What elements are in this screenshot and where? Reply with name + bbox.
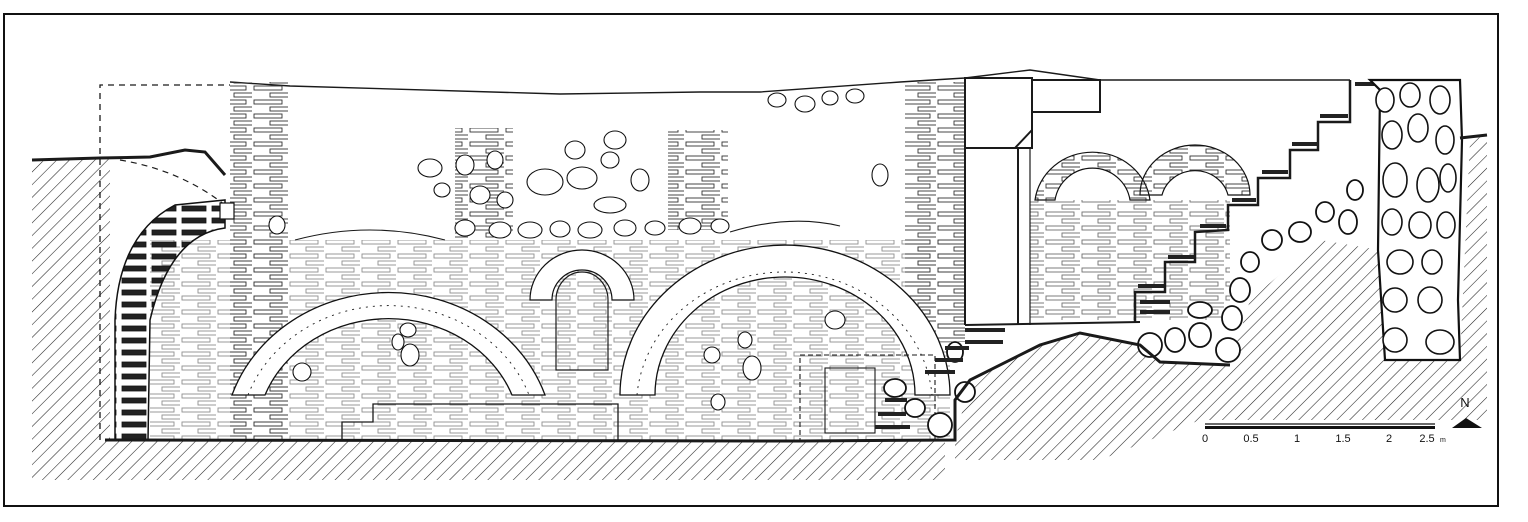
scale-tick-4: 2 (1386, 433, 1392, 445)
ground-hatch-right (955, 135, 1487, 460)
north-label: N (1460, 395, 1469, 410)
dashed-reconstruction (99, 84, 230, 440)
lower-platform (341, 403, 619, 440)
ground-line-left (31, 148, 227, 176)
central-niche (555, 271, 609, 371)
upper-right-arch-2 (1139, 144, 1251, 196)
ground-line-right (1459, 133, 1488, 140)
north-arrow: N (1452, 395, 1482, 428)
scale-unit: m (1440, 437, 1446, 444)
main-arch-1-voussoir-lines (247, 305, 530, 396)
left-arch-block (219, 202, 235, 220)
brick-pier-center-right (668, 130, 728, 230)
scale-tick-0: 0 (1202, 433, 1208, 445)
north-arrow-icon (1452, 418, 1482, 428)
doorway-frame (799, 354, 936, 441)
doorway-inner (824, 367, 876, 434)
main-arch-2-ring (619, 244, 951, 396)
right-upper-blocks (964, 77, 1141, 326)
scattered-stones (268, 88, 889, 411)
scale-bar: 0 0.5 1 1.5 2 2.5 m (1202, 423, 1446, 445)
upper-arch-band (294, 220, 841, 241)
scale-tick-1: 0.5 (1243, 433, 1258, 445)
step-bricks (1138, 82, 1377, 314)
main-arch-2-voussoir-lines (636, 271, 933, 396)
main-arch-1-ring (231, 291, 546, 396)
stepped-profile (1133, 80, 1352, 322)
scale-tick-5: 2.5 (1419, 433, 1434, 445)
brick-zone-right (1030, 200, 1230, 320)
scale-tick-3: 1.5 (1335, 433, 1350, 445)
scale-bar-fill (1205, 426, 1435, 429)
dark-brick-courses-lower-right (875, 328, 1005, 429)
ground-line-floor (104, 331, 1231, 443)
wall-top-outline (229, 69, 1350, 95)
scale-tick-2: 1 (1294, 433, 1300, 445)
rubble-column-stones (1375, 82, 1457, 355)
rubble-stones-row (454, 150, 730, 239)
rubble-lower-right (883, 341, 976, 438)
central-niche-arch (529, 249, 635, 301)
dashed-arc (119, 159, 226, 206)
rubble-step-base (1137, 179, 1364, 363)
